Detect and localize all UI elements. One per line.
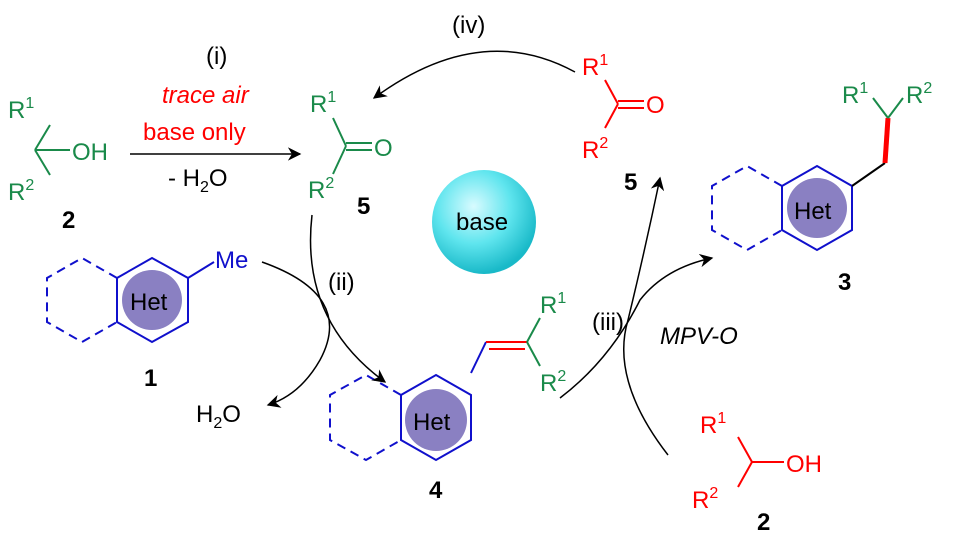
water-label: H2O (196, 401, 241, 432)
compound-5-label: 5 (357, 193, 370, 220)
base-only-label: base only (143, 119, 246, 146)
methyl-label: Me (215, 247, 248, 274)
compound-4-alkene: Het R1 R2 4 (329, 290, 566, 504)
step-ii-arrow (309, 214, 387, 383)
base-label: base (456, 209, 508, 236)
compound-1-label: 1 (144, 365, 157, 392)
mpv-arrow (622, 176, 669, 456)
oxygen-label: O (374, 135, 393, 162)
base-sphere: base (432, 170, 536, 274)
r1-label: R1 (8, 95, 34, 124)
r1-label: R1 (842, 80, 868, 109)
compound-4-label: 4 (429, 477, 443, 504)
compound-5-label: 5 (624, 169, 637, 196)
step-iv-label: (iv) (452, 12, 485, 39)
ketone-5-green: R1 O R2 5 (308, 89, 393, 220)
step-i-label: (i) (206, 43, 227, 70)
r2-label: R2 (692, 485, 718, 514)
step-iv-arrow (372, 50, 576, 99)
r2-label: R2 (308, 175, 334, 204)
r2-label: R2 (906, 80, 932, 109)
oh-label: OH (72, 139, 108, 166)
step-ii-label: (ii) (328, 269, 355, 296)
r2-label: R2 (582, 135, 608, 164)
oxygen-label: O (646, 92, 665, 119)
alcohol-2-bottom-right: R1 OH R2 2 (692, 410, 822, 536)
het-label: Het (413, 409, 451, 436)
r1-label: R1 (310, 89, 336, 118)
minus-water-label: - H2O (168, 165, 228, 196)
mpv-label: MPV-O (660, 323, 738, 350)
r1-label: R1 (540, 290, 566, 319)
r2-label: R2 (8, 177, 34, 206)
alcohol-2-top-left: R1 OH R2 2 (8, 95, 108, 234)
het-label: Het (794, 198, 832, 225)
compound-3-label: 3 (838, 269, 851, 296)
oh-label: OH (786, 451, 822, 478)
step-iii-arrow (559, 253, 714, 399)
r1-label: R1 (700, 410, 726, 439)
compound-1-methylarene: Het Me 1 (46, 247, 248, 392)
trace-air-label: trace air (162, 82, 250, 109)
water-byproduct: H2O (196, 401, 241, 432)
compound-2-label: 2 (757, 509, 770, 536)
step-i-arrow: (i) trace air base only - H2O (130, 43, 302, 196)
het-label: Het (130, 289, 168, 316)
ketone-5-red: R1 O R2 5 (582, 52, 665, 196)
compound-3-product: Het R1 R2 3 (711, 80, 932, 296)
step-iii-label: (iii) (592, 309, 624, 336)
compound-2-label: 2 (62, 207, 75, 234)
water-release-arrow (261, 261, 331, 408)
r1-label: R1 (582, 52, 608, 81)
r2-label: R2 (540, 368, 566, 397)
